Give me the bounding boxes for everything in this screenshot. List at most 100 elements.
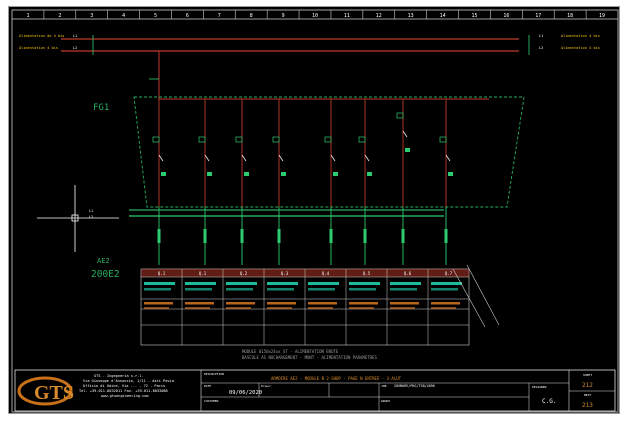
circuit-cable-tag-2 [431,288,458,291]
circuit-id: Q.1 [199,271,207,276]
ruler-column-number: 17 [535,13,541,19]
circuit-cable-tag-2 [267,288,294,291]
panel-label: FG1 [93,103,109,113]
circuit-cable-tag [390,282,421,285]
busbar-label-2: L2 [89,215,93,219]
description-value: ARMOIRE AE2 - MODULE N 2-SHOP - PAGE N E… [271,376,402,381]
customer-label: CUSTOMER [204,399,219,403]
circuit-desc-line [431,302,460,305]
contact-symbol [204,154,210,162]
terminal-marker [405,148,410,152]
contact-symbol [445,154,451,162]
ruler-column-number: 18 [567,13,573,19]
circuit-id: Q.1 [158,271,166,276]
crosshair-cursor-icon [37,185,119,252]
ruler-column-number: 14 [440,13,446,19]
circuit-desc-line-2 [390,307,415,309]
terminal-marker [161,172,166,176]
next-value: 213 [582,402,593,409]
description-label: DESCRIPTION [204,372,224,376]
contact-symbol [364,154,370,162]
circuit-cable-tag [267,282,298,285]
company-logo: GTS [17,376,74,406]
circuit-id: Q.6 [404,271,412,276]
terminal-block [277,229,281,243]
ruler-column-number: 9 [282,13,285,19]
terminal-marker [448,172,453,176]
circuit-desc-line [390,302,419,305]
breaker-symbol [396,112,404,119]
logo-text: GTS [34,382,74,404]
circuit-desc-line-2 [144,307,169,309]
terminal-block [444,229,448,243]
ruler-column-number: 12 [376,13,382,19]
leader-line [466,264,500,326]
contact-symbol [241,154,247,162]
drawn-label: Drawn: [261,384,272,388]
feeder-label: AE2 [97,257,110,265]
contact-symbol [278,154,284,162]
circuit-desc-line-2 [185,307,210,309]
circuit-desc-line-2 [267,307,292,309]
contact-symbol [402,130,408,138]
outgoing-label-2: Alimentation 4 bis [561,46,600,50]
terminal-marker [333,172,338,176]
drawing-note-1: MODULE 0150x24xx ST - ALIMENTATION BRUTE [242,349,339,354]
circuit-cable-tag-2 [390,288,417,291]
circuit-id: Q.4 [322,271,330,276]
breaker-symbol [198,136,206,143]
designer-label: DESIGNER [532,385,547,389]
circuit-desc-line [349,302,378,305]
circuit-desc-line-2 [226,307,251,309]
terminal-marker [244,172,249,176]
panel-enclosure [133,96,525,208]
sheet-label: SHEET [583,373,592,377]
breaker-symbol [152,136,160,143]
circuit-desc-line-2 [308,307,333,309]
circuit-desc-line [144,302,173,305]
breaker-symbol [439,136,447,143]
designer-value: C.G. [542,398,556,405]
circuit-cable-tag [308,282,339,285]
feeder-rating: 200E2 [91,269,120,280]
line-tag-l2-right: L2 [539,46,543,50]
terminal-block [329,229,333,243]
circuit-cable-tag [185,282,216,285]
ruler-column-number: 2 [58,13,61,19]
ruler-column-number: 5 [154,13,157,19]
ruler-column-number: 3 [90,13,93,19]
circuit-desc-line [267,302,296,305]
terminal-block [240,229,244,243]
circuit-desc-line [308,302,337,305]
ruler-column-number: 8 [250,13,253,19]
date-label: DATE [204,384,211,388]
incoming-label-2: Alimentation 4 bis [19,46,58,50]
ruler-column-number: 7 [218,13,221,19]
contact-symbol [158,154,164,162]
circuit-id: Q.2 [240,271,248,276]
breaker-symbol [324,136,332,143]
circuit-cable-tag-2 [144,288,171,291]
circuit-cable-tag [144,282,175,285]
incoming-supply-lines: Alimentation de 4 bis Alimentation 4 bis… [19,34,600,55]
circuit-desc-line-2 [349,307,374,309]
circuit-cable-tag [349,282,380,285]
circuit-cable-tag-2 [308,288,335,291]
circuit-cable-tag [226,282,257,285]
ruler-column-number: 19 [599,13,605,19]
drawing-note-2: BASCULE AS NOCHARGEMENT - MONT - ALIMENT… [242,355,377,360]
line-tag-l1: L1 [73,34,77,38]
breaker-symbol [235,136,243,143]
circuit-cable-tag [431,282,462,285]
outgoing-label-1: Alimentation 4 bis [561,34,600,38]
terminal-marker [281,172,286,176]
circuit-desc-line [226,302,255,305]
line-tag-l1-right: L1 [539,34,543,38]
incoming-label-1: Alimentation de 4 bis [19,34,64,38]
sheet-border [11,9,619,413]
circuit-cable-tag-2 [349,288,376,291]
